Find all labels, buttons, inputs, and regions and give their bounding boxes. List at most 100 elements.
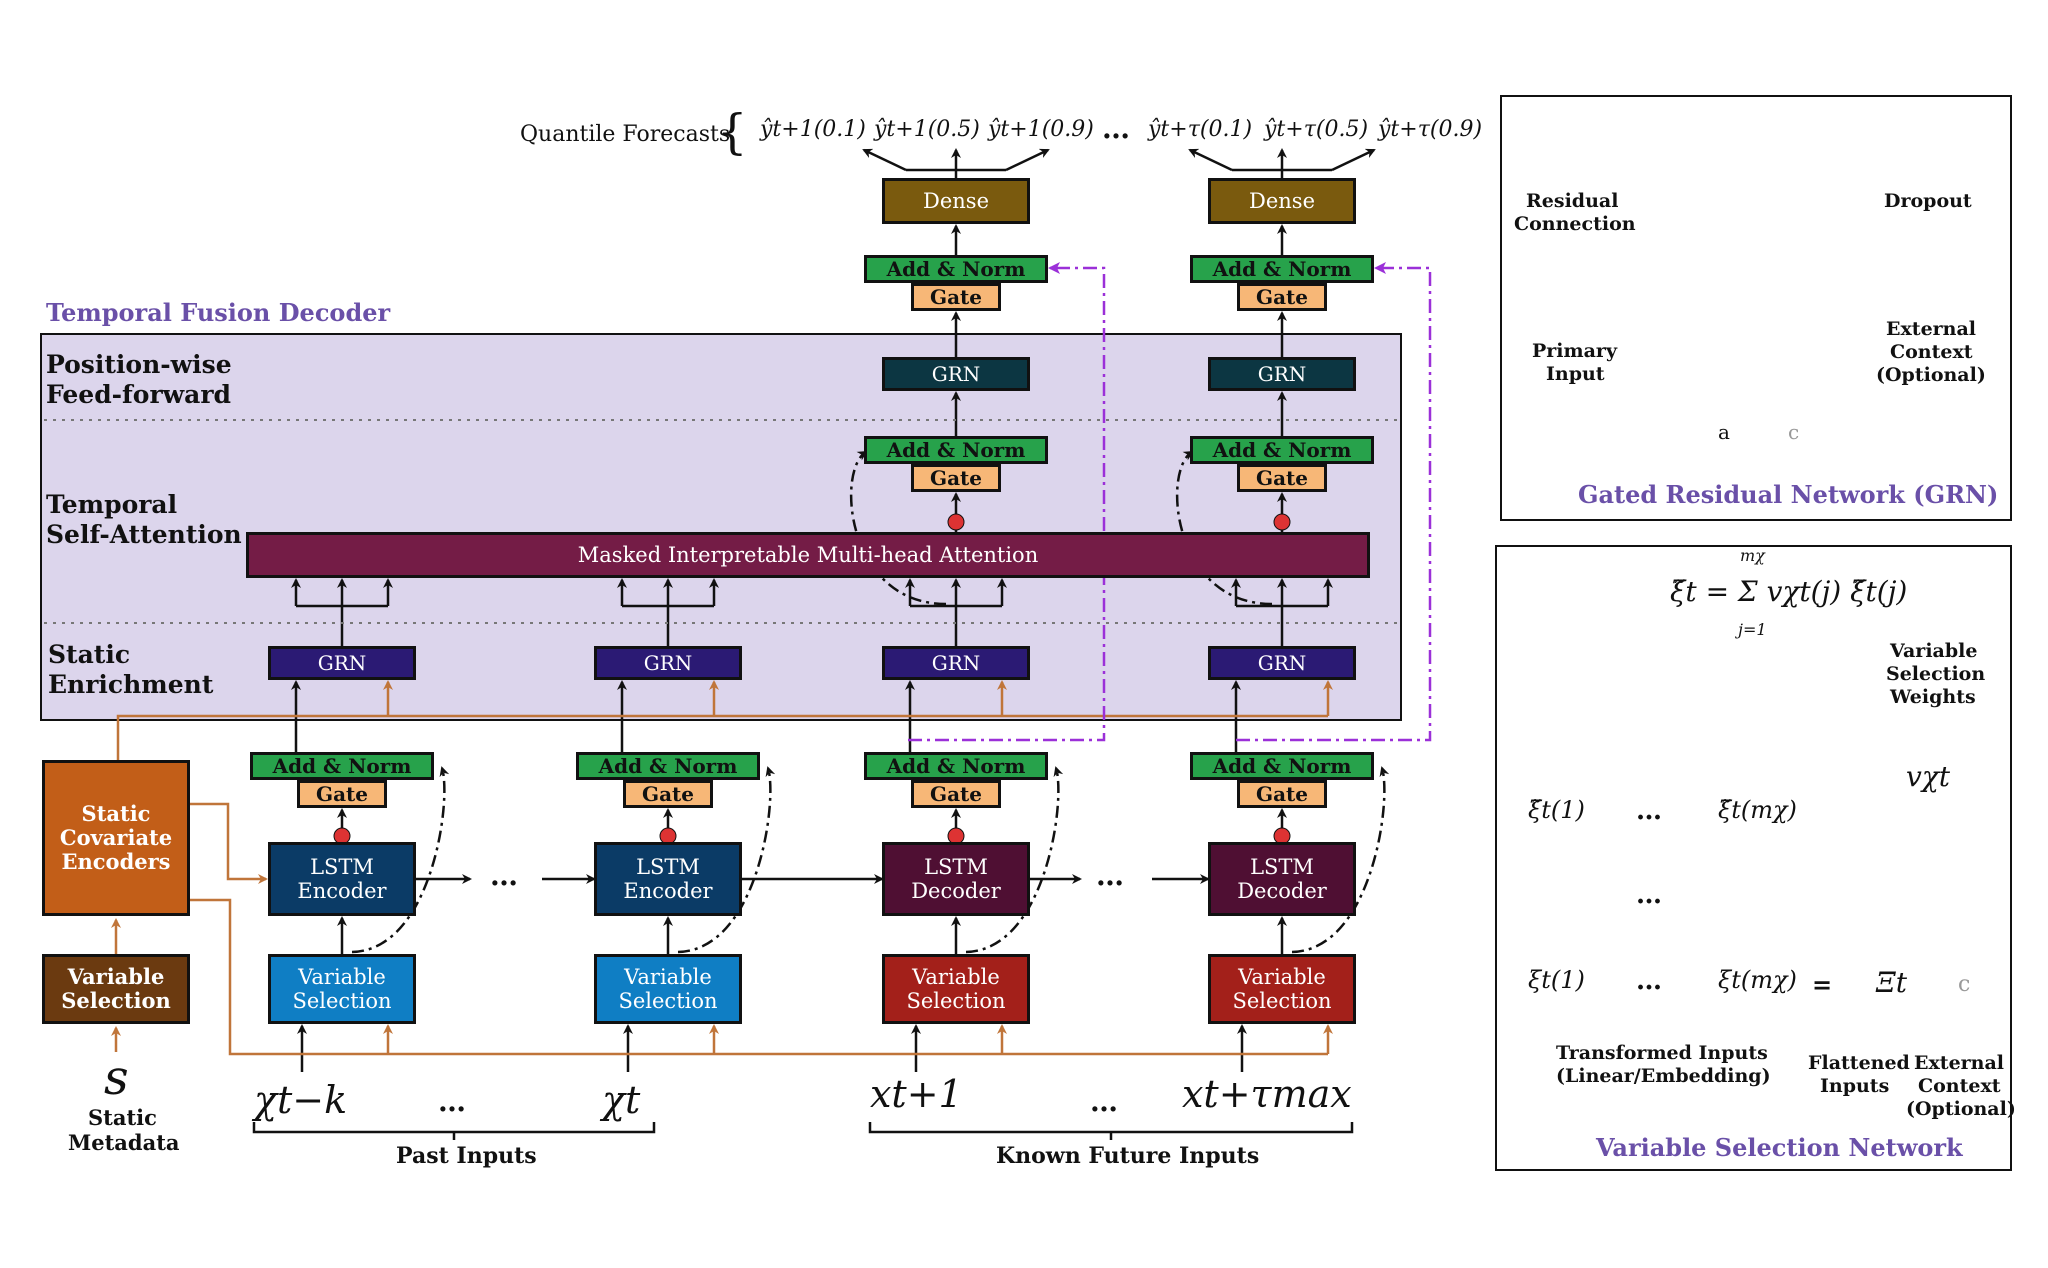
vsn-weights-label-1: Variable bbox=[1890, 640, 1978, 662]
vsn-flattened-symbol: Ξt bbox=[1876, 966, 1907, 999]
static-metadata-label-1: Static bbox=[88, 1105, 157, 1130]
grn-primary-1: Primary bbox=[1532, 340, 1617, 362]
grn-residual-1: Residual bbox=[1526, 190, 1619, 212]
output-gate-2: Gate bbox=[1237, 283, 1327, 311]
grn-residual-2: Connection bbox=[1514, 213, 1636, 235]
lstm-ellipsis-1: … bbox=[490, 859, 518, 892]
connector-arrow bbox=[1005, 148, 1050, 172]
past-inputs-label: Past Inputs bbox=[396, 1143, 537, 1169]
output-dense-2: Dense bbox=[1208, 178, 1356, 224]
layer-label-tsa-2: Self-Attention bbox=[46, 520, 242, 549]
output-add-norm-2: Add & Norm bbox=[1190, 255, 1374, 283]
lstm-add-norm-3: Add & Norm bbox=[864, 752, 1048, 780]
static-enrichment-grn-1: GRN bbox=[268, 646, 416, 680]
vsn-ellipsis-2: … bbox=[1636, 880, 1662, 910]
output-add-norm-1: Add & Norm bbox=[864, 255, 1048, 283]
decoder-title: Temporal Fusion Decoder bbox=[46, 298, 391, 327]
output-gate-1: Gate bbox=[911, 283, 1001, 311]
feedforward-grn-2: GRN bbox=[1208, 357, 1356, 391]
grn-dropout: Dropout bbox=[1884, 190, 1972, 212]
grn-external-2: Context bbox=[1890, 341, 1973, 363]
vsn-external-1: External bbox=[1914, 1052, 2005, 1074]
quantile-forecasts-label: Quantile Forecasts bbox=[520, 122, 731, 147]
vsn-external-2: Context bbox=[1918, 1075, 2001, 1097]
connector-arrow bbox=[1188, 148, 1233, 172]
layer-label-ff-1: Position-wise bbox=[46, 350, 232, 379]
residual-skip bbox=[849, 450, 947, 606]
vsn-sum-top: mχ bbox=[1740, 546, 1765, 565]
residual-skip bbox=[677, 766, 776, 954]
static-enrichment-grn-4: GRN bbox=[1208, 646, 1356, 680]
vsn-panel-title: Variable Selection Network bbox=[1596, 1133, 1963, 1162]
layer-label-ff-2: Feed-forward bbox=[46, 380, 232, 409]
grn-primary-2: Input bbox=[1546, 363, 1605, 385]
future-input-x-tau: xt+τmax bbox=[1182, 1072, 1352, 1116]
attention-gate-1: Gate bbox=[911, 464, 1001, 492]
vsn-ellipsis-1: … bbox=[1636, 796, 1662, 826]
grn-external-1: External bbox=[1886, 318, 1977, 340]
connector-arrow bbox=[190, 898, 1328, 1056]
vsn-weights-label-3: Weights bbox=[1890, 686, 1976, 708]
lstm-add-norm-4: Add & Norm bbox=[1190, 752, 1374, 780]
quantile-t1-0.1: ŷt+1(0.1) bbox=[760, 117, 866, 142]
future-inputs-brace bbox=[868, 1122, 1354, 1140]
vsn-context-c: c bbox=[1958, 972, 1971, 997]
layer-label-se-2: Enrichment bbox=[48, 670, 214, 699]
future-input-x-t1: xt+1 bbox=[870, 1072, 963, 1116]
static-enrichment-grn-3: GRN bbox=[882, 646, 1030, 680]
vsn-flattened-2: Inputs bbox=[1820, 1075, 1890, 1097]
past-input-chi-t-k: χt−k bbox=[254, 1078, 348, 1122]
output-dense-1: Dense bbox=[882, 178, 1030, 224]
future-input-ellipsis: … bbox=[1090, 1085, 1118, 1118]
future-inputs-label: Known Future Inputs bbox=[996, 1143, 1260, 1169]
lstm-add-norm-2: Add & Norm bbox=[576, 752, 760, 780]
lstm-add-norm-1: Add & Norm bbox=[250, 752, 434, 780]
attention-add-norm-1: Add & Norm bbox=[864, 436, 1048, 464]
static-metadata-label-2: Metadata bbox=[68, 1130, 180, 1155]
residual-skip bbox=[1175, 450, 1273, 606]
layer-label-tsa-1: Temporal bbox=[46, 490, 178, 519]
dropout-dot bbox=[1273, 513, 1291, 531]
connector-arrow bbox=[190, 802, 268, 884]
residual-skip bbox=[351, 766, 450, 954]
lstm-gate-2: Gate bbox=[623, 780, 713, 808]
grn-panel bbox=[1500, 95, 2012, 521]
quantile-tau-0.1: ŷt+τ(0.1) bbox=[1148, 117, 1253, 142]
attention-gate-2: Gate bbox=[1237, 464, 1327, 492]
dropout-dot bbox=[947, 513, 965, 531]
vsn-weights-symbol: vχt bbox=[1906, 760, 1951, 793]
vsn-transformed-2: (Linear/Embedding) bbox=[1556, 1065, 1771, 1087]
vsn-xi-tilde-1: ξ̃t(1) bbox=[1528, 796, 1585, 824]
past-input-chi-t: χt bbox=[602, 1078, 641, 1122]
feedforward-grn-1: GRN bbox=[882, 357, 1030, 391]
grn-panel-title: Gated Residual Network (GRN) bbox=[1578, 480, 1999, 509]
connector-arrow bbox=[908, 262, 1106, 742]
grn-input-a: a bbox=[1718, 420, 1730, 444]
vsn-formula: ξ̃t = Σ vχt(j) ξ̃t(j) bbox=[1670, 575, 1908, 608]
grn-input-c: c bbox=[1788, 420, 1800, 444]
static-symbol: s bbox=[104, 1050, 129, 1106]
lstm-gate-1: Gate bbox=[297, 780, 387, 808]
vsn-external-3: (Optional) bbox=[1906, 1098, 2016, 1120]
vsn-weights-label-2: Selection bbox=[1886, 663, 1986, 685]
vsn-transformed-1: Transformed Inputs bbox=[1556, 1042, 1768, 1064]
vsn-ellipsis-3: … bbox=[1636, 966, 1662, 996]
attention-add-norm-2: Add & Norm bbox=[1190, 436, 1374, 464]
quantile-tau-0.9: ŷt+τ(0.9) bbox=[1378, 117, 1483, 142]
vsn-xi-tilde-m: ξ̃t(mχ) bbox=[1718, 796, 1797, 824]
quantile-brace: { bbox=[717, 104, 748, 160]
layer-label-se-1: Static bbox=[48, 640, 131, 669]
lstm-gate-3: Gate bbox=[911, 780, 1001, 808]
vsn-panel bbox=[1495, 545, 2012, 1171]
past-inputs-brace bbox=[252, 1122, 656, 1140]
quantile-t1-0.5: ŷt+1(0.5) bbox=[874, 117, 980, 142]
residual-skip bbox=[1291, 766, 1390, 954]
